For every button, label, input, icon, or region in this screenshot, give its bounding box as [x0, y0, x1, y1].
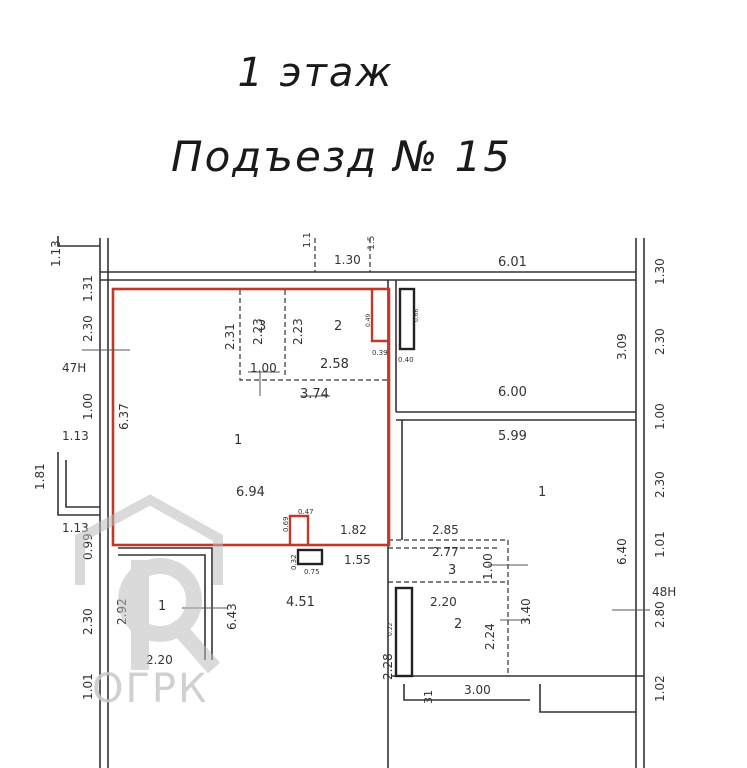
dim-label: 3.00 [464, 683, 491, 697]
shaft-notch-top [370, 289, 389, 343]
outer-walls [57, 236, 645, 768]
dim-label: 1.13 [62, 429, 89, 443]
shaft-box [398, 287, 416, 351]
room-number: 3 [258, 319, 266, 334]
dim-label: 2.31 [223, 323, 237, 350]
dim-label: 1.00 [481, 553, 495, 580]
dim-label: 1.30 [653, 258, 667, 285]
dim-label: 2.28 [381, 653, 395, 680]
dim-label: 1.00 [250, 361, 277, 375]
room-number: 1 [538, 485, 546, 500]
dim-label: 0.40 [398, 356, 414, 364]
dim-label: 2.30 [81, 315, 95, 342]
dim-label: 0.66 [413, 308, 420, 322]
dim-label: 1.13 [49, 240, 63, 267]
dim-label: 2.30 [653, 471, 667, 498]
shaft-box-low [296, 548, 324, 566]
dim-label: 6.37 [117, 403, 131, 430]
dim-label: 2.23 [291, 318, 305, 345]
dim-label: 31 [422, 690, 435, 704]
room-number: 2 [334, 319, 342, 334]
dim-label: 1.00 [653, 403, 667, 430]
dim-label: 1.5 [367, 236, 377, 250]
dim-label: 1.55 [344, 553, 371, 567]
dim-label: 2.30 [653, 328, 667, 355]
room-number: 1 [158, 599, 166, 614]
dim-label: 1.02 [653, 675, 667, 702]
dim-label: 6.40 [615, 538, 629, 565]
highlighted-unit [111, 287, 391, 547]
room-number: 3 [448, 563, 456, 578]
dim-label: 1.31 [81, 275, 95, 302]
dim-label: 1.82 [340, 523, 367, 537]
dim-label: 0.69 [282, 516, 290, 532]
dim-label: 2.20 [430, 595, 457, 609]
dim-label: 6.01 [498, 255, 527, 270]
dim-label: 2.20 [146, 653, 173, 667]
dim-label: 0.22 [387, 622, 394, 636]
dim-label: 1.1 [302, 232, 313, 248]
dim-label: 2.30 [81, 608, 95, 635]
dim-label: 0.32 [290, 554, 298, 570]
watermark-text: ОГРК [92, 666, 209, 712]
dim-label: 6.00 [498, 385, 527, 400]
dim-label: 1.01 [81, 673, 95, 700]
dim-label: 4.51 [286, 595, 315, 610]
dim-label: 0.75 [304, 568, 320, 576]
dim-label: 2.58 [320, 357, 349, 372]
watermark-logo [75, 494, 223, 674]
dim-label: 5.99 [498, 429, 527, 444]
shaft-box-right [394, 586, 414, 678]
dim-label: 0.39 [372, 349, 388, 357]
dashed-partitions [239, 238, 509, 676]
dim-label: 0.47 [298, 508, 314, 516]
dim-label: 1.00 [81, 393, 95, 420]
dim-label: 2.24 [483, 623, 497, 650]
dim-label: 3.40 [519, 598, 533, 625]
room-number: 2 [454, 617, 462, 632]
dim-label: 1.81 [33, 463, 47, 490]
room-number: 1 [234, 433, 242, 448]
dim-label: 6.94 [236, 485, 265, 500]
dim-label: 3.74 [300, 387, 329, 402]
floor-title: 1 этаж [237, 50, 394, 96]
shaft-notch-bottom [288, 514, 310, 545]
dim-label: 48Н [652, 585, 676, 599]
dim-label: 2.85 [432, 523, 459, 537]
dimension-ticks [82, 349, 650, 621]
dim-label: 2.77 [432, 545, 459, 559]
dim-label: 6.43 [225, 603, 239, 630]
dim-label: 47Н [62, 361, 86, 375]
entrance-title: Подъезд № 15 [170, 132, 513, 181]
dim-label: 2.80 [653, 601, 667, 628]
dim-label: 1.30 [334, 253, 361, 267]
dim-label: 3.09 [615, 333, 629, 360]
dim-label: 1.01 [653, 531, 667, 558]
dim-label: 2.23 [251, 318, 265, 345]
dim-label: 0.49 [365, 313, 372, 327]
